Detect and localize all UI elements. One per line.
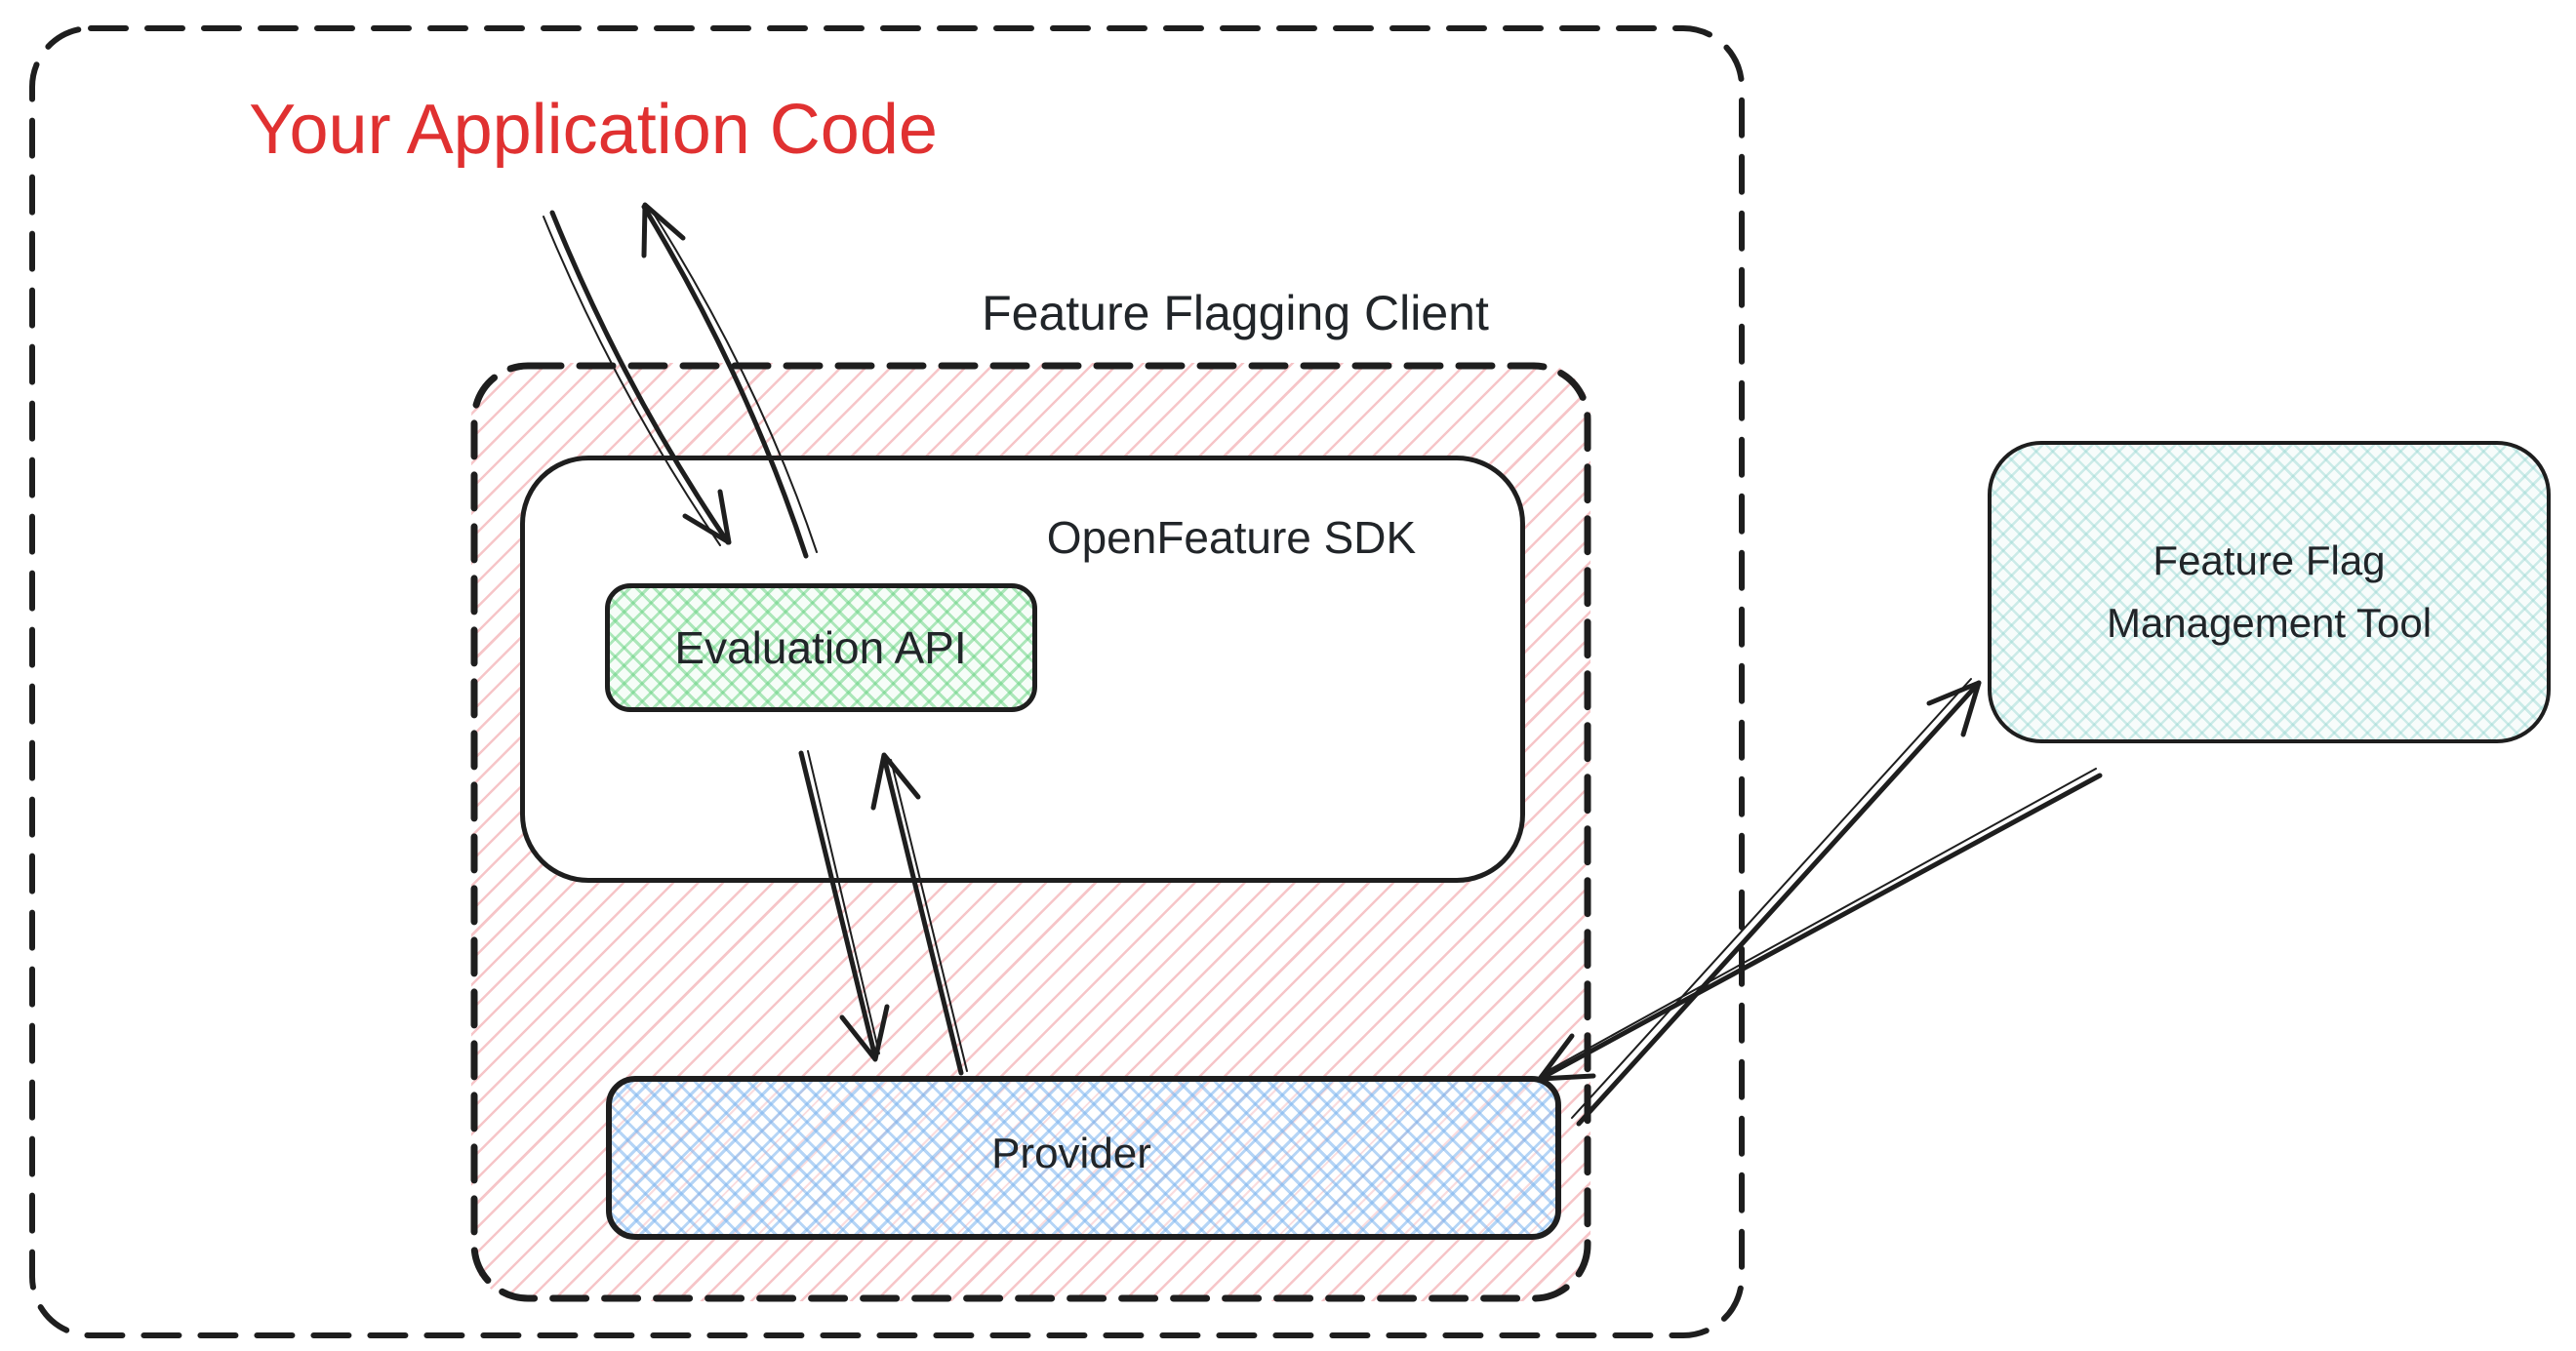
management-tool-label: Feature Flag Management Tool	[2107, 530, 2432, 655]
openfeature-sdk-label: OpenFeature SDK	[1046, 512, 1417, 563]
management-tool-label-line1: Feature Flag	[2153, 537, 2386, 583]
evaluation-api-label: Evaluation API	[674, 622, 967, 673]
arrow-provider-to-management-tool	[1571, 678, 1982, 1127]
provider-label: Provider	[991, 1130, 1151, 1177]
feature-flagging-client-label: Feature Flagging Client	[982, 286, 1489, 340]
management-tool-box: Feature Flag Management Tool	[1988, 441, 2551, 743]
application-boundary-title: Your Application Code	[249, 91, 938, 169]
management-tool-label-line2: Management Tool	[2106, 600, 2433, 646]
arrow-management-tool-to-provider	[1537, 768, 2103, 1082]
